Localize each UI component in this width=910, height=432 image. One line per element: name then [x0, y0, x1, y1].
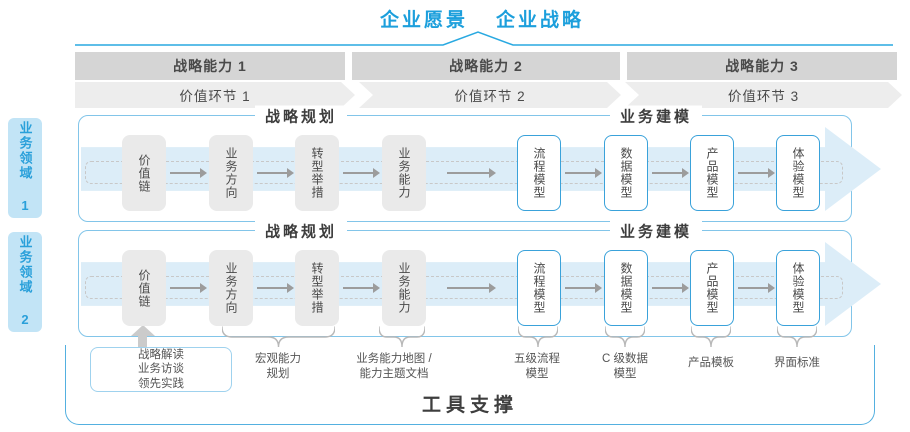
arrow-right-icon — [170, 168, 207, 178]
page-title: 企业愿景 企业战略 — [380, 5, 584, 32]
arrow-right-icon — [257, 283, 294, 293]
product-model-box: 产品模型 — [690, 250, 734, 326]
data-model-box: 数据模型 — [604, 135, 648, 211]
annotation-line: 能力主题文档 — [359, 367, 429, 380]
vision-title: 企业愿景 — [379, 10, 468, 31]
capability-bar-1: 战略能力 1 — [75, 52, 345, 80]
transformation-moves-box: 转型举措 — [295, 250, 339, 326]
brace-icon — [605, 326, 645, 348]
arrow-right-icon — [652, 283, 689, 293]
section-header-business-modeling: 业务建模 — [609, 105, 703, 127]
brace-icon — [777, 326, 817, 348]
tool-support-panel — [65, 345, 875, 425]
domain-2-flow-row: 战略规划 业务建模 价值链 业务方向 转型举措 业务能力 流程模型 数据模型 产… — [78, 220, 881, 337]
annotation-line: 规划 — [266, 367, 290, 380]
value-link-2-label: 价值环节 2 — [454, 89, 526, 104]
arrow-right-icon — [170, 283, 207, 293]
value-link-1-label: 价值环节 1 — [179, 89, 251, 104]
product-model-box: 产品模型 — [690, 135, 734, 211]
annotation-capability-map: 业务能力地图 / 能力主题文档 — [356, 352, 431, 382]
annotation-line: 模型 — [613, 367, 637, 380]
annotation-line: 模型 — [525, 367, 549, 380]
annotation-line: 业务能力地图 / — [356, 353, 432, 365]
business-direction-box: 业务方向 — [209, 250, 253, 326]
dashed-track — [85, 161, 843, 184]
annotation-line: C 级数据 — [602, 353, 648, 365]
domain-tab-2: 业务领域 2 — [8, 232, 42, 332]
value-link-chevron-3: 价值环节 3 — [625, 82, 902, 108]
arrow-up-icon — [131, 325, 155, 336]
arrow-right-icon — [738, 168, 775, 178]
value-link-chevron-2: 价值环节 2 — [359, 82, 621, 108]
arrow-right-icon — [565, 168, 602, 178]
section-header-strategic-planning: 战略规划 — [254, 220, 348, 242]
annotation-product-template: 产品模板 — [688, 357, 734, 369]
transformation-moves-box: 转型举措 — [295, 135, 339, 211]
section-header-strategic-planning: 战略规划 — [254, 105, 348, 127]
callout-line: 战略解读 — [138, 348, 184, 361]
capability-bar-3-label: 战略能力 3 — [725, 58, 799, 74]
arrow-up-icon — [138, 335, 147, 347]
arrow-right-icon — [257, 168, 294, 178]
brace-icon — [222, 326, 335, 348]
annotation-line: 宏观能力 — [255, 353, 301, 365]
capability-bar-2-label: 战略能力 2 — [449, 58, 523, 74]
callout-line: 领先实践 — [138, 377, 184, 390]
caret-up-icon — [75, 31, 893, 46]
domain-1-flow-row: 战略规划 业务建模 价值链 业务方向 转型举措 业务能力 流程模型 数据模型 产… — [78, 105, 881, 222]
arrow-right-icon — [565, 283, 602, 293]
arrow-right-icon — [447, 283, 496, 293]
business-capability-box: 业务能力 — [382, 250, 426, 326]
arrow-right-icon — [343, 168, 380, 178]
section-header-business-modeling: 业务建模 — [609, 220, 703, 242]
capability-bar-2: 战略能力 2 — [352, 52, 620, 80]
tool-support-label: 工具支撑 — [421, 395, 519, 416]
arrow-right-icon — [652, 168, 689, 178]
experience-model-box: 体验模型 — [776, 135, 820, 211]
annotation-ui-standard: 界面标准 — [774, 357, 820, 369]
value-chain-box: 价值链 — [122, 250, 166, 326]
annotation-line: 五级流程 — [514, 353, 560, 365]
brace-icon — [379, 326, 425, 348]
capability-bar-1-label: 战略能力 1 — [173, 58, 247, 74]
annotation-data-model: C 级数据 模型 — [602, 352, 648, 382]
dashed-track — [85, 276, 843, 299]
brace-icon — [691, 326, 731, 348]
annotation-macro-capability: 宏观能力 规划 — [255, 352, 301, 382]
business-direction-box: 业务方向 — [209, 135, 253, 211]
process-model-box: 流程模型 — [517, 135, 561, 211]
strategy-title: 企业战略 — [496, 10, 585, 31]
value-link-3-label: 价值环节 3 — [727, 89, 800, 104]
strategy-inputs-callout: 战略解读 业务访谈 领先实践 — [90, 347, 232, 392]
domain-tab-1: 业务领域 1 — [8, 118, 42, 218]
annotation-process-model: 五级流程 模型 — [514, 352, 560, 382]
data-model-box: 数据模型 — [604, 250, 648, 326]
arrow-right-icon — [343, 283, 380, 293]
process-model-box: 流程模型 — [517, 250, 561, 326]
value-chain-box: 价值链 — [122, 135, 166, 211]
experience-model-box: 体验模型 — [776, 250, 820, 326]
capability-bar-3: 战略能力 3 — [627, 52, 897, 80]
brace-icon — [518, 326, 558, 348]
value-link-chevron-1: 价值环节 1 — [75, 82, 355, 108]
arrow-right-icon — [738, 283, 775, 293]
callout-line: 业务访谈 — [138, 363, 184, 376]
arrow-right-icon — [447, 168, 496, 178]
business-capability-box: 业务能力 — [382, 135, 426, 211]
